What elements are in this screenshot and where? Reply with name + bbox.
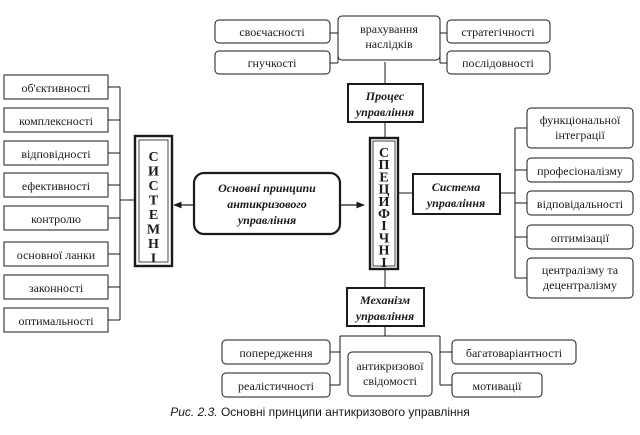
system-title-line-2: управління: [425, 196, 485, 210]
systemic-principles-list: об'єктивності комплексності відповідност…: [17, 81, 96, 328]
vertical-letter: Ф: [378, 207, 390, 222]
center-line-1: Основні принципи: [218, 181, 316, 195]
systemic-principle: оптимальності: [18, 314, 94, 328]
systemic-principle: відповідності: [21, 147, 91, 161]
mechanism-principle: попередження: [239, 346, 313, 360]
process-principle: гнучкості: [248, 56, 297, 70]
process-title: Процес управління: [354, 89, 414, 119]
mechanism-principle: багатоваріантності: [466, 346, 563, 360]
process-principle: стратегічності: [461, 25, 535, 39]
vertical-letter: І: [381, 219, 386, 234]
systemic-principle: об'єктивності: [21, 81, 91, 95]
system-title: Система управління: [425, 180, 485, 210]
vertical-letter: Е: [149, 208, 158, 223]
center-line-3: управління: [236, 213, 296, 227]
systemic-principle: контролю: [31, 212, 81, 226]
process-title-line-2: управління: [354, 105, 414, 119]
mechanism-principles-list: попередження реалістичності антикризової…: [238, 346, 563, 393]
mechanism-title: Механізм управління: [354, 293, 414, 323]
vertical-letter: М: [147, 223, 160, 238]
vertical-letter: І: [151, 252, 156, 267]
system-principle: відповідальності: [537, 197, 624, 211]
vertical-letter: Н: [148, 237, 159, 252]
vertical-letter: Ч: [379, 231, 390, 246]
figure-label: Рис. 2.3.: [170, 405, 218, 419]
center-title: Основні принципи антикризового управлінн…: [218, 181, 316, 227]
vertical-letter: Ц: [379, 183, 390, 198]
system-principle: професіоналізму: [537, 164, 623, 178]
systemic-principle: основної ланки: [17, 248, 96, 262]
system-principle: оптимізації: [551, 231, 610, 245]
vertical-letter: П: [379, 158, 390, 173]
mechanism-title-line-2: управління: [354, 309, 414, 323]
vertical-letter: И: [148, 165, 159, 180]
vertical-letter: С: [379, 146, 389, 161]
mechanism-principle: реалістичності: [238, 379, 315, 393]
system-title-line-1: Система: [432, 180, 480, 194]
systemic-principle: законності: [29, 281, 84, 295]
systemic-principle: комплексності: [19, 114, 93, 128]
process-title-line-1: Процес: [365, 89, 405, 103]
center-line-2: антикризового: [227, 197, 307, 211]
mechanism-title-line-1: Механізм: [359, 293, 410, 307]
vertical-letter: Е: [379, 170, 388, 185]
vertical-letter: Т: [149, 194, 159, 209]
process-principle: послідовності: [462, 56, 534, 70]
process-principle: своєчасності: [239, 25, 305, 39]
vertical-letter: Н: [379, 244, 390, 259]
vertical-letter: С: [148, 150, 158, 165]
figure-caption-text: Основні принципи антикризового управлінн…: [220, 405, 470, 419]
vertical-letter: И: [379, 195, 390, 210]
mechanism-principle: мотивації: [472, 379, 522, 393]
vertical-letter: С: [148, 179, 158, 194]
vertical-letter: І: [381, 256, 386, 271]
systemic-principle: ефективності: [22, 179, 91, 193]
figure-caption: Рис. 2.3. Основні принципи антикризового…: [0, 405, 640, 419]
